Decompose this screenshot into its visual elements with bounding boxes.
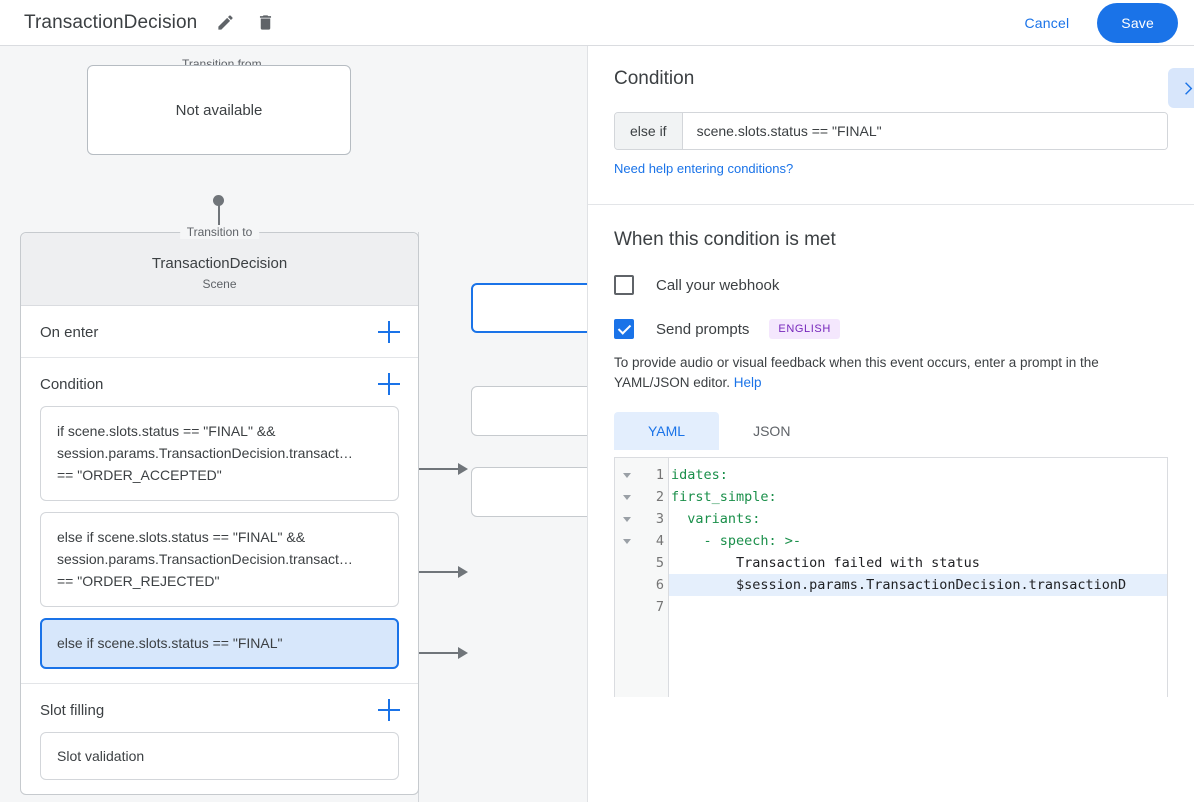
- condition-item-2[interactable]: else if scene.slots.status == "FINAL" &&…: [40, 512, 399, 607]
- collapse-panel-button[interactable]: [1168, 68, 1194, 108]
- line-number: 7: [655, 599, 664, 615]
- slot-validation-item[interactable]: Slot validation: [40, 732, 399, 780]
- yaml-editor[interactable]: 1 2 3 4 5 6 7 idates: first_simple: vari…: [614, 457, 1168, 697]
- fold-toggle-1[interactable]: [615, 464, 639, 486]
- edit-name-button[interactable]: [209, 7, 241, 39]
- editor-line-numbers: 1 2 3 4 5 6 7: [639, 458, 669, 697]
- condition-expression-input[interactable]: [682, 113, 1167, 149]
- pencil-icon: [218, 15, 233, 30]
- edge-arrow-2: [458, 566, 468, 578]
- chevron-right-icon: [1184, 81, 1192, 95]
- line-number: 6: [655, 577, 664, 593]
- editor-code-area[interactable]: idates: first_simple: variants: - speech…: [669, 458, 1167, 697]
- condition-item-1-line3: == "ORDER_ACCEPTED": [57, 467, 222, 483]
- caret-down-icon: [623, 516, 631, 522]
- condition-prefix-label: else if: [615, 113, 683, 149]
- line-number: 5: [655, 555, 664, 571]
- language-badge: ENGLISH: [769, 319, 840, 339]
- condition-item-1[interactable]: if scene.slots.status == "FINAL" && sess…: [40, 406, 399, 501]
- prompts-helper-text-body: To provide audio or visual feedback when…: [614, 355, 1099, 390]
- scene-card: Transition to TransactionDecision Scene …: [20, 225, 419, 795]
- code-line: [669, 596, 1167, 618]
- code-line: - speech: >-: [671, 533, 802, 549]
- edge-line-2: [399, 571, 461, 573]
- app-header: TransactionDecision Cancel Save: [0, 0, 1194, 46]
- condition-input-row[interactable]: else if: [614, 112, 1168, 150]
- scene-name: TransactionDecision: [151, 255, 288, 272]
- caret-down-icon: [623, 538, 631, 544]
- condition-help-link[interactable]: Need help entering conditions?: [614, 161, 794, 176]
- add-on-enter-button[interactable]: [378, 321, 400, 343]
- target-node-3[interactable]: [471, 467, 587, 517]
- condition-item-1-line2: session.params.TransactionDecision.trans…: [57, 445, 353, 461]
- code-line: Transaction failed with status: [671, 555, 980, 571]
- call-webhook-label: Call your webhook: [656, 276, 780, 294]
- prompts-helper-text: To provide audio or visual feedback when…: [614, 353, 1168, 393]
- fold-toggle-3[interactable]: [615, 508, 639, 530]
- edge-line-1: [399, 468, 461, 470]
- fold-toggle-4[interactable]: [615, 530, 639, 552]
- panel-condition-section: Condition else if Need help entering con…: [588, 46, 1194, 205]
- section-title-slot-filling: Slot filling: [40, 701, 105, 719]
- prompts-help-link[interactable]: Help: [733, 375, 762, 390]
- section-condition: Condition if scene.slots.status == "FINA…: [21, 358, 418, 684]
- condition-item-1-line1: if scene.slots.status == "FINAL" &&: [57, 423, 276, 439]
- section-on-enter: On enter: [21, 306, 418, 358]
- transition-from-value: Not available: [175, 101, 263, 119]
- cancel-button[interactable]: Cancel: [1009, 6, 1086, 40]
- condition-item-3-line1: else if scene.slots.status == "FINAL": [57, 635, 283, 651]
- call-webhook-checkbox[interactable]: [614, 275, 634, 295]
- add-condition-button[interactable]: [378, 373, 400, 395]
- code-line: variants:: [671, 511, 761, 527]
- condition-detail-panel: Condition else if Need help entering con…: [587, 46, 1194, 802]
- section-title-on-enter: On enter: [40, 323, 99, 341]
- send-prompts-label: Send prompts: [656, 320, 750, 338]
- editor-fold-column: [615, 458, 639, 697]
- scene-card-header[interactable]: Transition to TransactionDecision Scene: [21, 225, 418, 306]
- caret-down-icon: [623, 494, 631, 500]
- add-slot-filling-button[interactable]: [378, 699, 400, 721]
- tab-yaml[interactable]: YAML: [614, 412, 720, 450]
- panel-when-met-section: When this condition is met Call your web…: [588, 205, 1194, 697]
- line-number: 2: [655, 489, 664, 505]
- target-node-2[interactable]: [471, 386, 587, 436]
- save-button[interactable]: Save: [1097, 2, 1178, 43]
- when-condition-met-title: When this condition is met: [614, 229, 836, 250]
- condition-item-2-line2: session.params.TransactionDecision.trans…: [57, 551, 353, 567]
- target-node-1[interactable]: [471, 283, 587, 333]
- condition-item-2-line3: == "ORDER_REJECTED": [57, 573, 220, 589]
- transition-from-box[interactable]: Not available: [87, 65, 351, 155]
- code-line-active: $session.params.TransactionDecision.tran…: [669, 574, 1167, 596]
- tab-json[interactable]: JSON: [753, 423, 791, 439]
- fold-toggle-2[interactable]: [615, 486, 639, 508]
- edge-arrow-1: [458, 463, 468, 475]
- caret-down-icon: [623, 472, 631, 478]
- edge-line-3: [399, 652, 461, 654]
- edge-arrow-3: [458, 647, 468, 659]
- code-line: idates:: [671, 467, 728, 483]
- webhook-row: Call your webhook: [614, 275, 1168, 295]
- line-number: 3: [655, 511, 664, 527]
- code-line: first_simple:: [671, 489, 777, 505]
- connector-dot: [213, 195, 224, 206]
- trash-icon: [259, 15, 271, 30]
- delete-button[interactable]: [249, 7, 281, 39]
- panel-title: Condition: [614, 68, 695, 89]
- condition-item-2-line1: else if scene.slots.status == "FINAL" &&: [57, 529, 306, 545]
- line-number: 1: [655, 467, 664, 483]
- transition-to-legend: Transition to: [179, 225, 260, 239]
- section-slot-filling: Slot filling Slot validation: [21, 684, 418, 794]
- condition-item-3[interactable]: else if scene.slots.status == "FINAL": [40, 618, 399, 669]
- send-prompts-row: Send prompts ENGLISH: [614, 319, 1168, 339]
- editor-format-tabs: YAML JSON: [614, 412, 1168, 450]
- page-title: TransactionDecision: [24, 11, 198, 33]
- scene-graph-canvas[interactable]: Transition from Not available Transition…: [0, 46, 587, 802]
- line-number: 4: [655, 533, 664, 549]
- send-prompts-checkbox[interactable]: [614, 319, 634, 339]
- scene-type: Scene: [202, 277, 237, 291]
- section-title-condition: Condition: [40, 375, 104, 393]
